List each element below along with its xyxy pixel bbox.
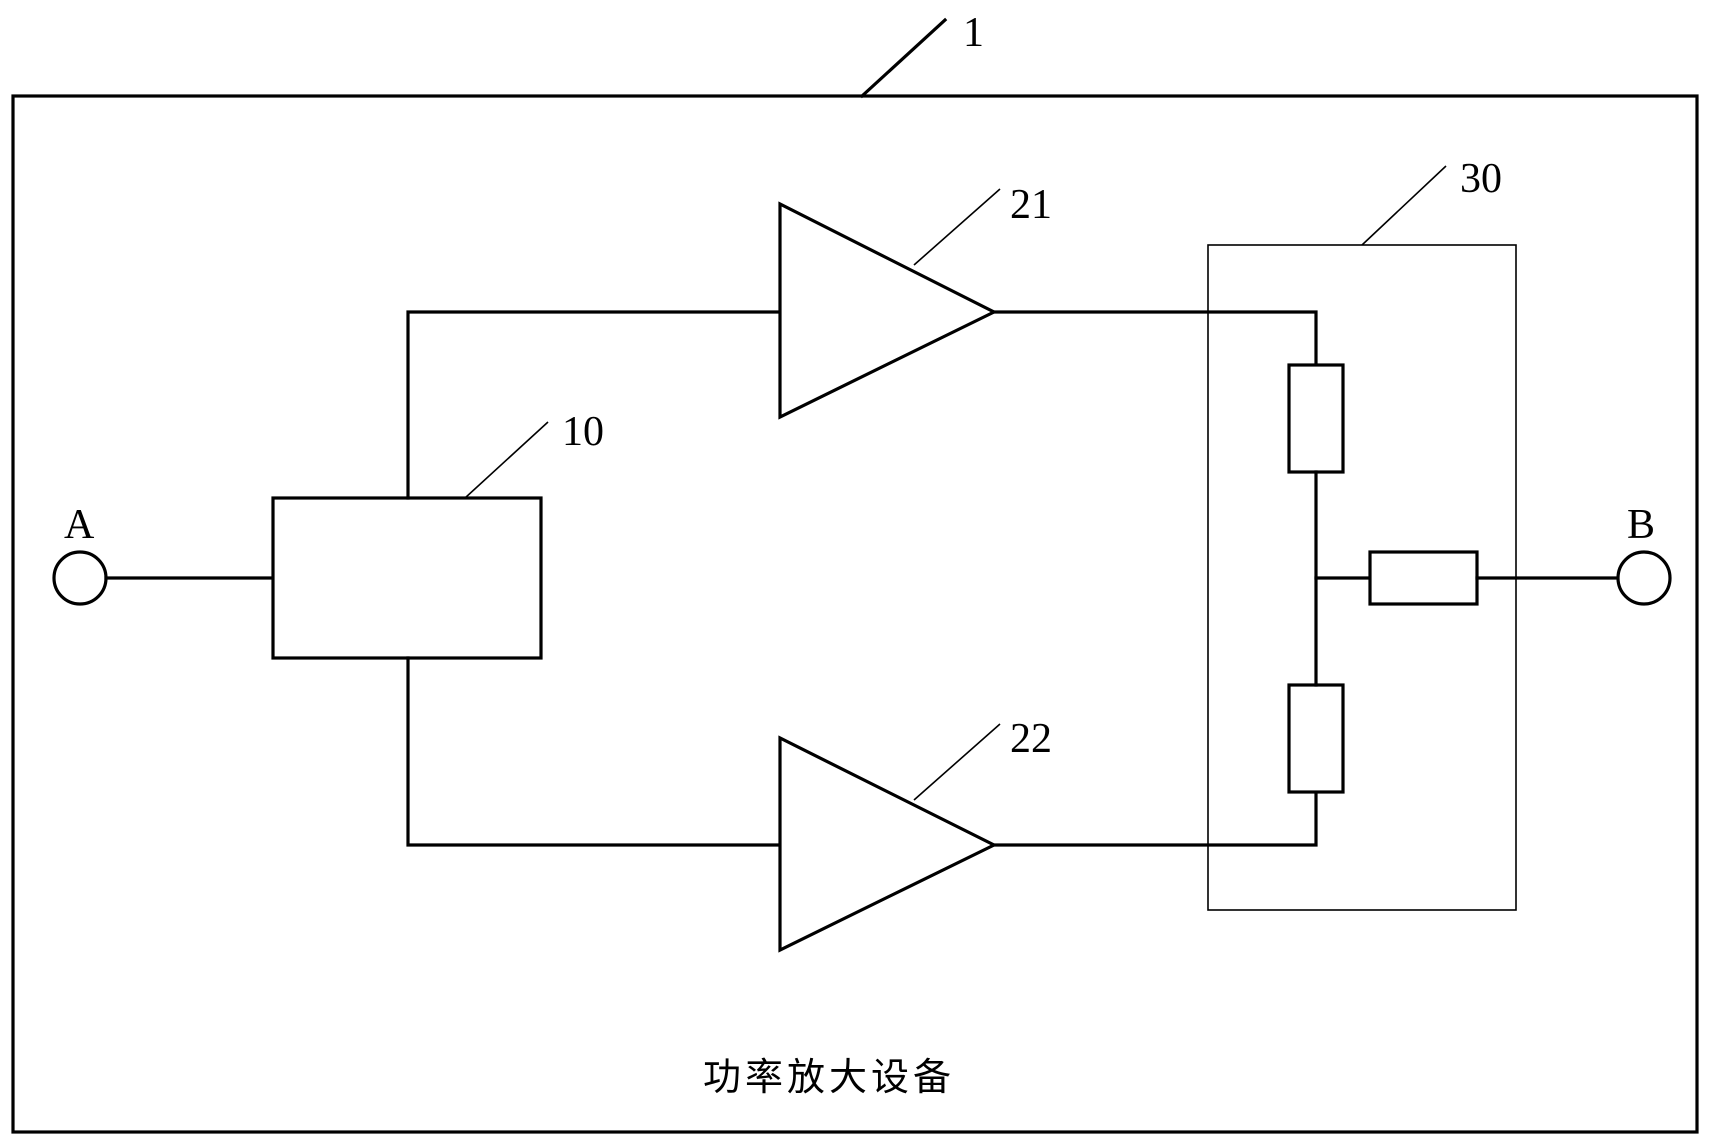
device-caption: 功率放大设备 — [703, 1055, 955, 1099]
device-ref-label: 1 — [963, 10, 984, 56]
amplifier-bottom-leader-line — [914, 724, 1000, 800]
resistor-bottom — [1289, 685, 1343, 792]
splitter-leader-line — [465, 422, 548, 498]
combiner-label: 30 — [1460, 156, 1502, 202]
amplifier-bottom-label: 22 — [1010, 716, 1052, 762]
output-port-label: B — [1627, 502, 1655, 548]
input-port-a — [54, 552, 106, 604]
bottom-branch-wire — [408, 658, 780, 845]
splitter-block — [273, 498, 541, 658]
resistor-top — [1289, 365, 1343, 472]
top-branch-wire — [408, 312, 780, 498]
resistor-output — [1370, 552, 1477, 604]
combiner-leader-line — [1362, 166, 1446, 245]
input-port-label: A — [64, 502, 95, 548]
top-output-wire — [994, 312, 1316, 365]
bottom-output-wire — [994, 792, 1316, 845]
amplifier-top-label: 21 — [1010, 182, 1052, 228]
splitter-label: 10 — [562, 409, 604, 455]
device-leader-line — [862, 20, 945, 96]
amplifier-bottom — [780, 738, 994, 950]
amplifier-top — [780, 204, 994, 417]
output-port-b — [1618, 552, 1670, 604]
amplifier-top-leader-line — [914, 189, 1000, 265]
